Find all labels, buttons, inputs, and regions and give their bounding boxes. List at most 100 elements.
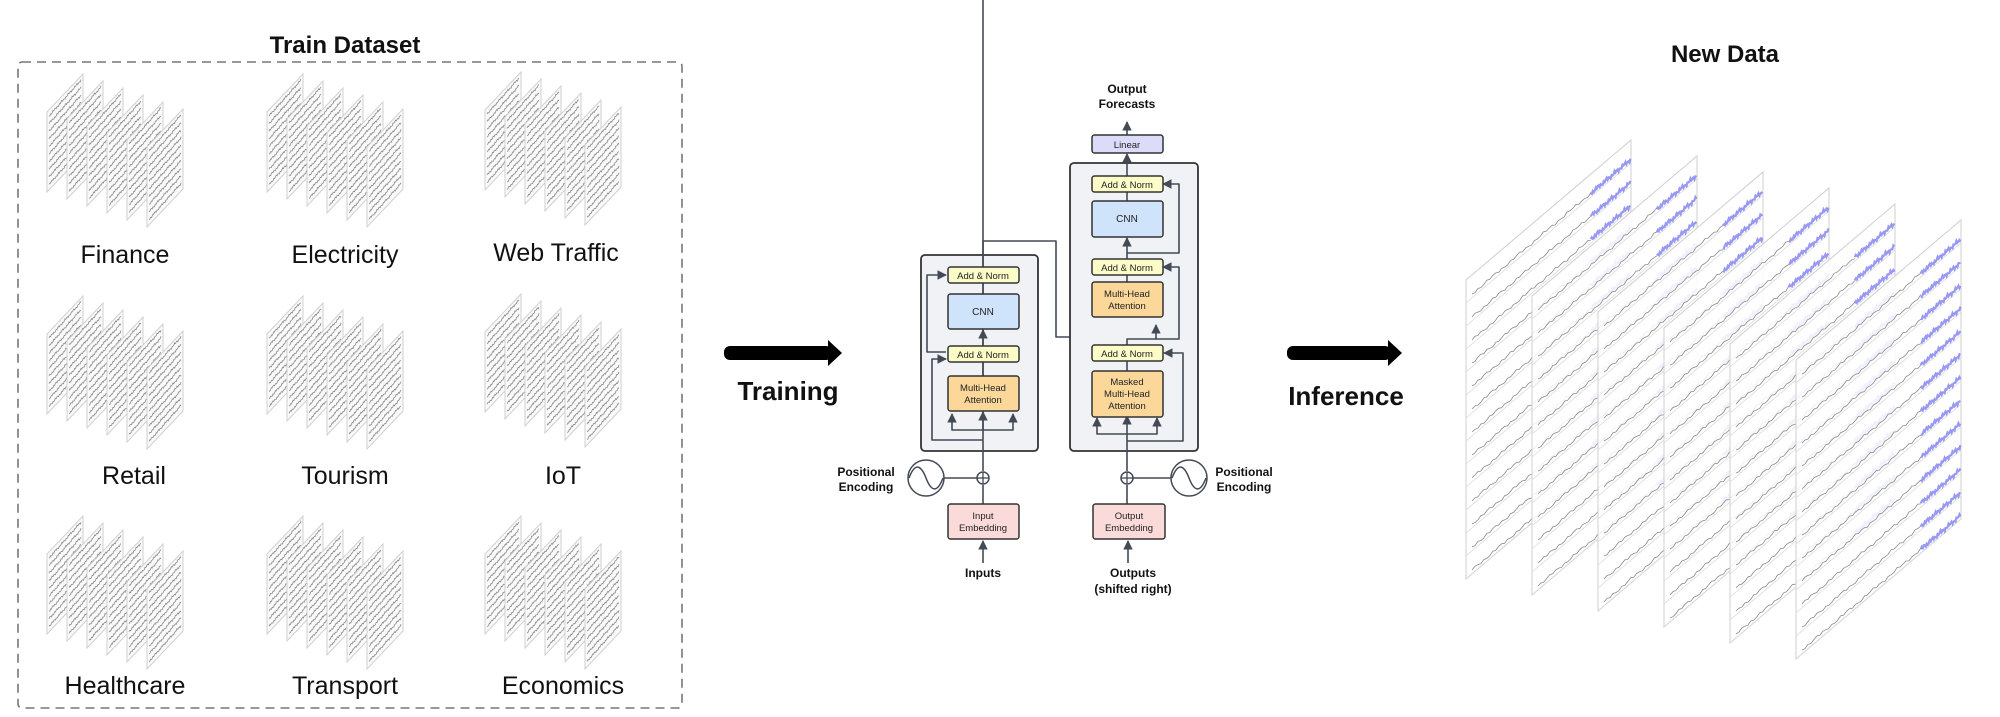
decoder-pos-enc-label-1: Positional	[1215, 465, 1272, 479]
output-embedding	[1092, 503, 1166, 540]
encoder-add-icon	[976, 471, 990, 485]
series-sheet	[584, 327, 622, 449]
outputs-shifted-label-1: Outputs	[1110, 566, 1156, 580]
input-embedding-label-1: Input	[972, 511, 993, 522]
decoder-add-norm-top-label: Add & Norm	[1101, 180, 1153, 191]
encoder-add-norm-bottom-label: Add & Norm	[957, 350, 1009, 361]
output-embedding-label-1: Output	[1115, 511, 1144, 522]
forecast-segment	[1788, 228, 1830, 266]
decoder-add-icon	[1120, 471, 1134, 485]
new-data-sheet	[1795, 218, 1962, 661]
decoder-add-norm-mid-label: Add & Norm	[1101, 263, 1153, 274]
decoder-add-norm-bottom	[1091, 344, 1164, 362]
output-forecasts-label-1: Output	[1107, 82, 1146, 96]
decoder-pos-enc-label-2: Encoding	[1217, 480, 1272, 494]
decoder-cross-attention-label-2: Attention	[1108, 301, 1146, 312]
series-sheet	[366, 107, 404, 229]
dataset-stack-finance	[46, 72, 184, 229]
forecast-segment	[1853, 267, 1896, 306]
forecast-segment	[1853, 243, 1896, 282]
domain-label-tourism: Tourism	[301, 462, 389, 490]
forecast-segment	[1722, 190, 1764, 227]
dataset-stack-transport	[266, 514, 404, 671]
forecast-segment	[1919, 491, 1961, 528]
domain-label-transport: Transport	[292, 672, 398, 700]
decoder-cnn-label: CNN	[1116, 214, 1138, 225]
forecast-segment	[1920, 400, 1961, 437]
forecast-segment	[1920, 420, 1962, 459]
output-forecasts-label-2: Forecasts	[1099, 97, 1156, 111]
forecast-segment	[1722, 236, 1764, 273]
dataset-stack-retail	[46, 294, 184, 451]
forecast-segment	[1919, 353, 1961, 391]
forecast-segment	[1919, 467, 1962, 504]
decoder-cross-attention	[1091, 281, 1164, 318]
forecast-segment	[1853, 221, 1896, 259]
forecast-segment	[1920, 261, 1961, 299]
model-architecture: Add & Norm CNN Add & Norm Multi-Head Att…	[837, 0, 1273, 596]
dataset-stack-tourism	[266, 294, 404, 451]
encoder-attention-label-2: Attention	[964, 395, 1002, 406]
domain-label-electricity: Electricity	[292, 241, 399, 269]
encoder-pos-enc-label-2: Encoding	[839, 480, 894, 494]
forecast-segment	[1920, 306, 1962, 345]
encoder-cnn	[947, 293, 1020, 330]
forecast-segment	[1919, 329, 1962, 367]
new-data-title: New Data	[1671, 41, 1780, 68]
series-sheet	[366, 549, 404, 671]
series-sheet	[146, 329, 184, 451]
forecast-segment	[1919, 374, 1962, 413]
forecast-segment	[1589, 180, 1632, 217]
encoder-add-norm-top	[947, 266, 1020, 284]
domain-label-finance: Finance	[81, 241, 170, 269]
decoder-add-norm-top	[1091, 175, 1164, 193]
forecast-segment	[1919, 237, 1962, 276]
forecast-segment	[1589, 204, 1632, 241]
encoder-add-norm-bottom	[947, 345, 1020, 363]
dataset-stack-web-traffic	[484, 70, 622, 227]
train-dataset-title: Train Dataset	[270, 32, 421, 59]
domain-label-retail: Retail	[102, 462, 166, 490]
input-embedding-label-2: Embedding	[959, 523, 1007, 534]
masked-attention-label-3: Attention	[1108, 401, 1146, 412]
decoder-masked-attention	[1091, 370, 1164, 418]
dataset-stack-electricity	[266, 72, 404, 229]
decoder-cnn	[1091, 200, 1164, 238]
outputs-shifted-label-2: (shifted right)	[1094, 582, 1171, 596]
forecast-segment	[1787, 251, 1830, 289]
decoder-add-norm-bottom-label: Add & Norm	[1101, 349, 1153, 360]
linear-label: Linear	[1114, 140, 1140, 151]
input-embedding	[947, 503, 1020, 540]
encoder-multi-head-attention	[947, 375, 1020, 412]
inputs-label: Inputs	[965, 566, 1001, 580]
series-sheet	[146, 107, 184, 229]
forecast-segment	[1655, 174, 1698, 211]
encoder-add-norm-top-label: Add & Norm	[957, 271, 1009, 282]
train-dataset-grid	[46, 70, 622, 671]
output-embedding-label-2: Embedding	[1105, 523, 1153, 534]
linear-layer	[1091, 134, 1164, 154]
forecast-segment	[1920, 444, 1962, 483]
forecast-segment	[1788, 206, 1830, 243]
series-sheet	[584, 549, 622, 671]
encoder-attention-label-1: Multi-Head	[960, 383, 1006, 394]
new-data-stack	[1465, 138, 1962, 661]
domain-label-economics: Economics	[502, 672, 624, 700]
series-sheet	[366, 329, 404, 451]
forecast-segment	[1590, 158, 1632, 196]
training-label: Training	[737, 376, 838, 406]
forecast-segment	[1722, 212, 1764, 251]
inference-arrow	[1287, 340, 1402, 366]
forecast-segment	[1656, 220, 1698, 257]
series-sheet	[146, 549, 184, 671]
masked-attention-label-2: Multi-Head	[1104, 389, 1150, 400]
masked-attention-label-1: Masked	[1110, 377, 1143, 388]
encoder-cnn-label: CNN	[972, 307, 994, 318]
forecast-segment	[1919, 511, 1962, 551]
dataset-stack-healthcare	[46, 514, 184, 671]
forecast-segment	[1655, 194, 1698, 234]
training-arrow	[724, 340, 842, 366]
dataset-stack-economics	[484, 514, 622, 671]
train-dataset-frame	[17, 61, 683, 709]
